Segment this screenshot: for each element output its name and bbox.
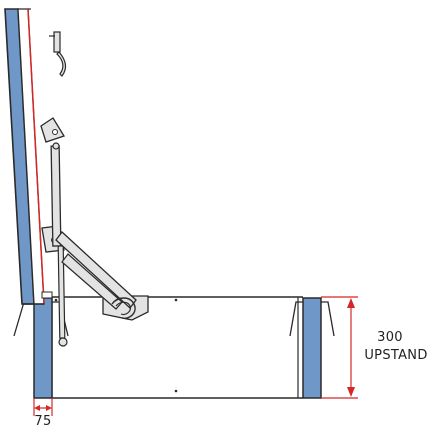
upstand-height-dimension bbox=[321, 296, 358, 399]
lid-handle bbox=[49, 31, 67, 77]
upstand-frame bbox=[51, 296, 303, 399]
stay-arm bbox=[55, 231, 137, 319]
seal-line bbox=[27, 8, 45, 304]
gas-strut bbox=[50, 142, 68, 347]
upstand-width-dimension bbox=[33, 398, 53, 416]
upstand-height-label: UPSTAND bbox=[364, 348, 428, 363]
upstand-width-value: 75 bbox=[34, 414, 52, 429]
upper-bracket bbox=[40, 117, 65, 143]
right-insulation-wall bbox=[289, 297, 335, 399]
upstand-height-value: 300 bbox=[377, 330, 403, 345]
open-lid bbox=[4, 8, 53, 305]
